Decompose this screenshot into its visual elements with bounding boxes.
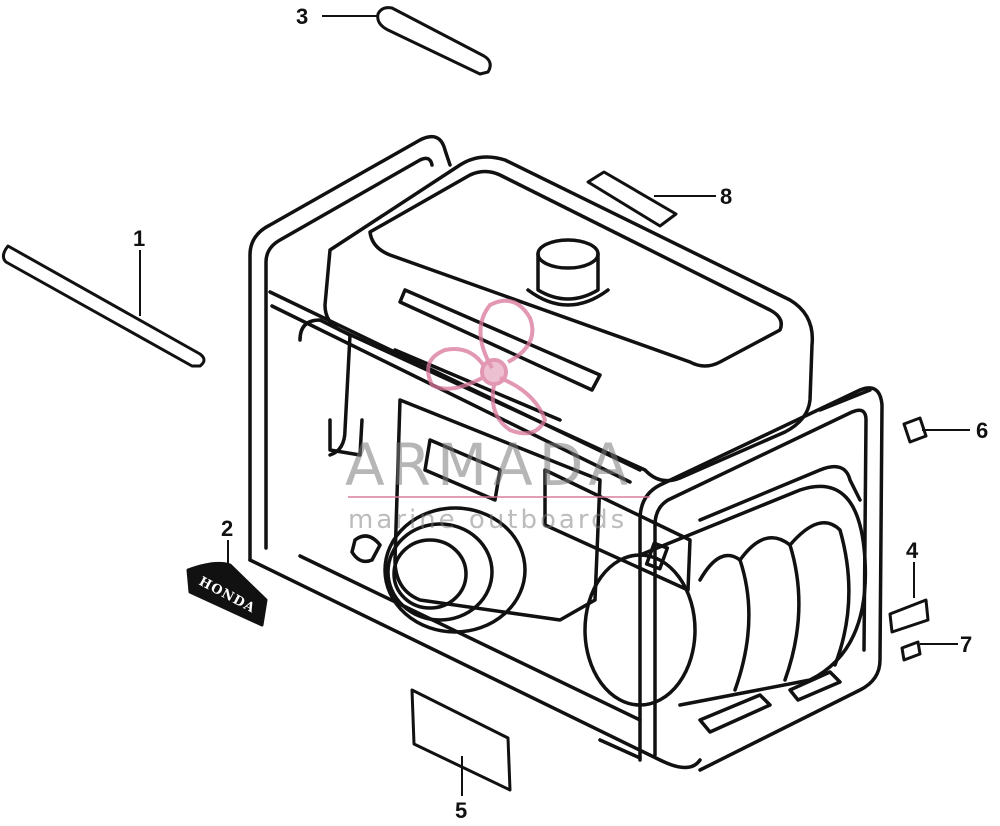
- frame-rear-left: [248, 134, 452, 562]
- watermark-title: ARMADA: [345, 431, 634, 499]
- alternator-ring-3: [788, 521, 851, 667]
- frame-bottom-rail: [248, 558, 702, 770]
- decal-1-strip: [1, 244, 206, 368]
- callout-5: 5: [455, 798, 467, 823]
- base-mount-2: [788, 670, 842, 702]
- callout-1: 1: [133, 226, 145, 251]
- base-mount: [698, 693, 772, 734]
- frame-right: [638, 386, 884, 772]
- fuel-cap-base: [526, 288, 610, 307]
- generator-assembly: [248, 134, 884, 772]
- alternator-top-panel: [698, 464, 862, 522]
- frame-right-top: [818, 388, 872, 412]
- decal-5-plate: [410, 688, 512, 792]
- fuel-tank-side-slot: [398, 288, 602, 392]
- propeller-logo-icon: [426, 298, 548, 436]
- watermark-subtitle: marine outboards: [348, 505, 627, 535]
- callout-6: 6: [976, 418, 988, 443]
- frame-right-inner: [653, 408, 868, 757]
- fuel-tank-top-panel: [368, 169, 783, 368]
- fuel-cap-top: [536, 238, 600, 270]
- recoil-starter-inner: [392, 538, 468, 610]
- alternator-ring-2: [738, 536, 801, 682]
- frame-bottom-rail-inner: [298, 554, 642, 722]
- callout-7: 7: [960, 632, 972, 657]
- callout-3: 3: [296, 4, 308, 29]
- base-bracket: [598, 738, 642, 760]
- watermark: ARMADA marine outboards: [345, 298, 650, 535]
- decal-6-plate: [902, 416, 928, 444]
- callout-4: 4: [906, 538, 919, 563]
- fuel-tank-lower-slot: [393, 348, 562, 422]
- frame-rear-left-inner: [264, 156, 434, 550]
- engine-left-detail: [328, 418, 364, 457]
- decals: [1, 6, 930, 792]
- callouts: 1 2 3 4 5 6 7 8: [133, 4, 988, 823]
- decal-3-plate: [376, 6, 492, 76]
- alternator-ring-1: [698, 553, 751, 692]
- starter-handle: [350, 534, 382, 564]
- decal-2-emblem: [186, 561, 268, 627]
- decal-4-plate: [888, 598, 930, 634]
- engine-vent: [423, 438, 502, 502]
- decal-8-plate: [586, 170, 678, 228]
- leader-lines: [139, 15, 970, 796]
- callout-2: 2: [221, 516, 233, 541]
- recoil-starter-outer: [383, 506, 527, 634]
- callout-8: 8: [720, 184, 732, 209]
- decal-7-plate: [900, 640, 922, 662]
- fuel-cap-body: [536, 252, 600, 301]
- recoil-starter-mid: [386, 522, 494, 622]
- frame-top-rail-inner: [270, 304, 632, 484]
